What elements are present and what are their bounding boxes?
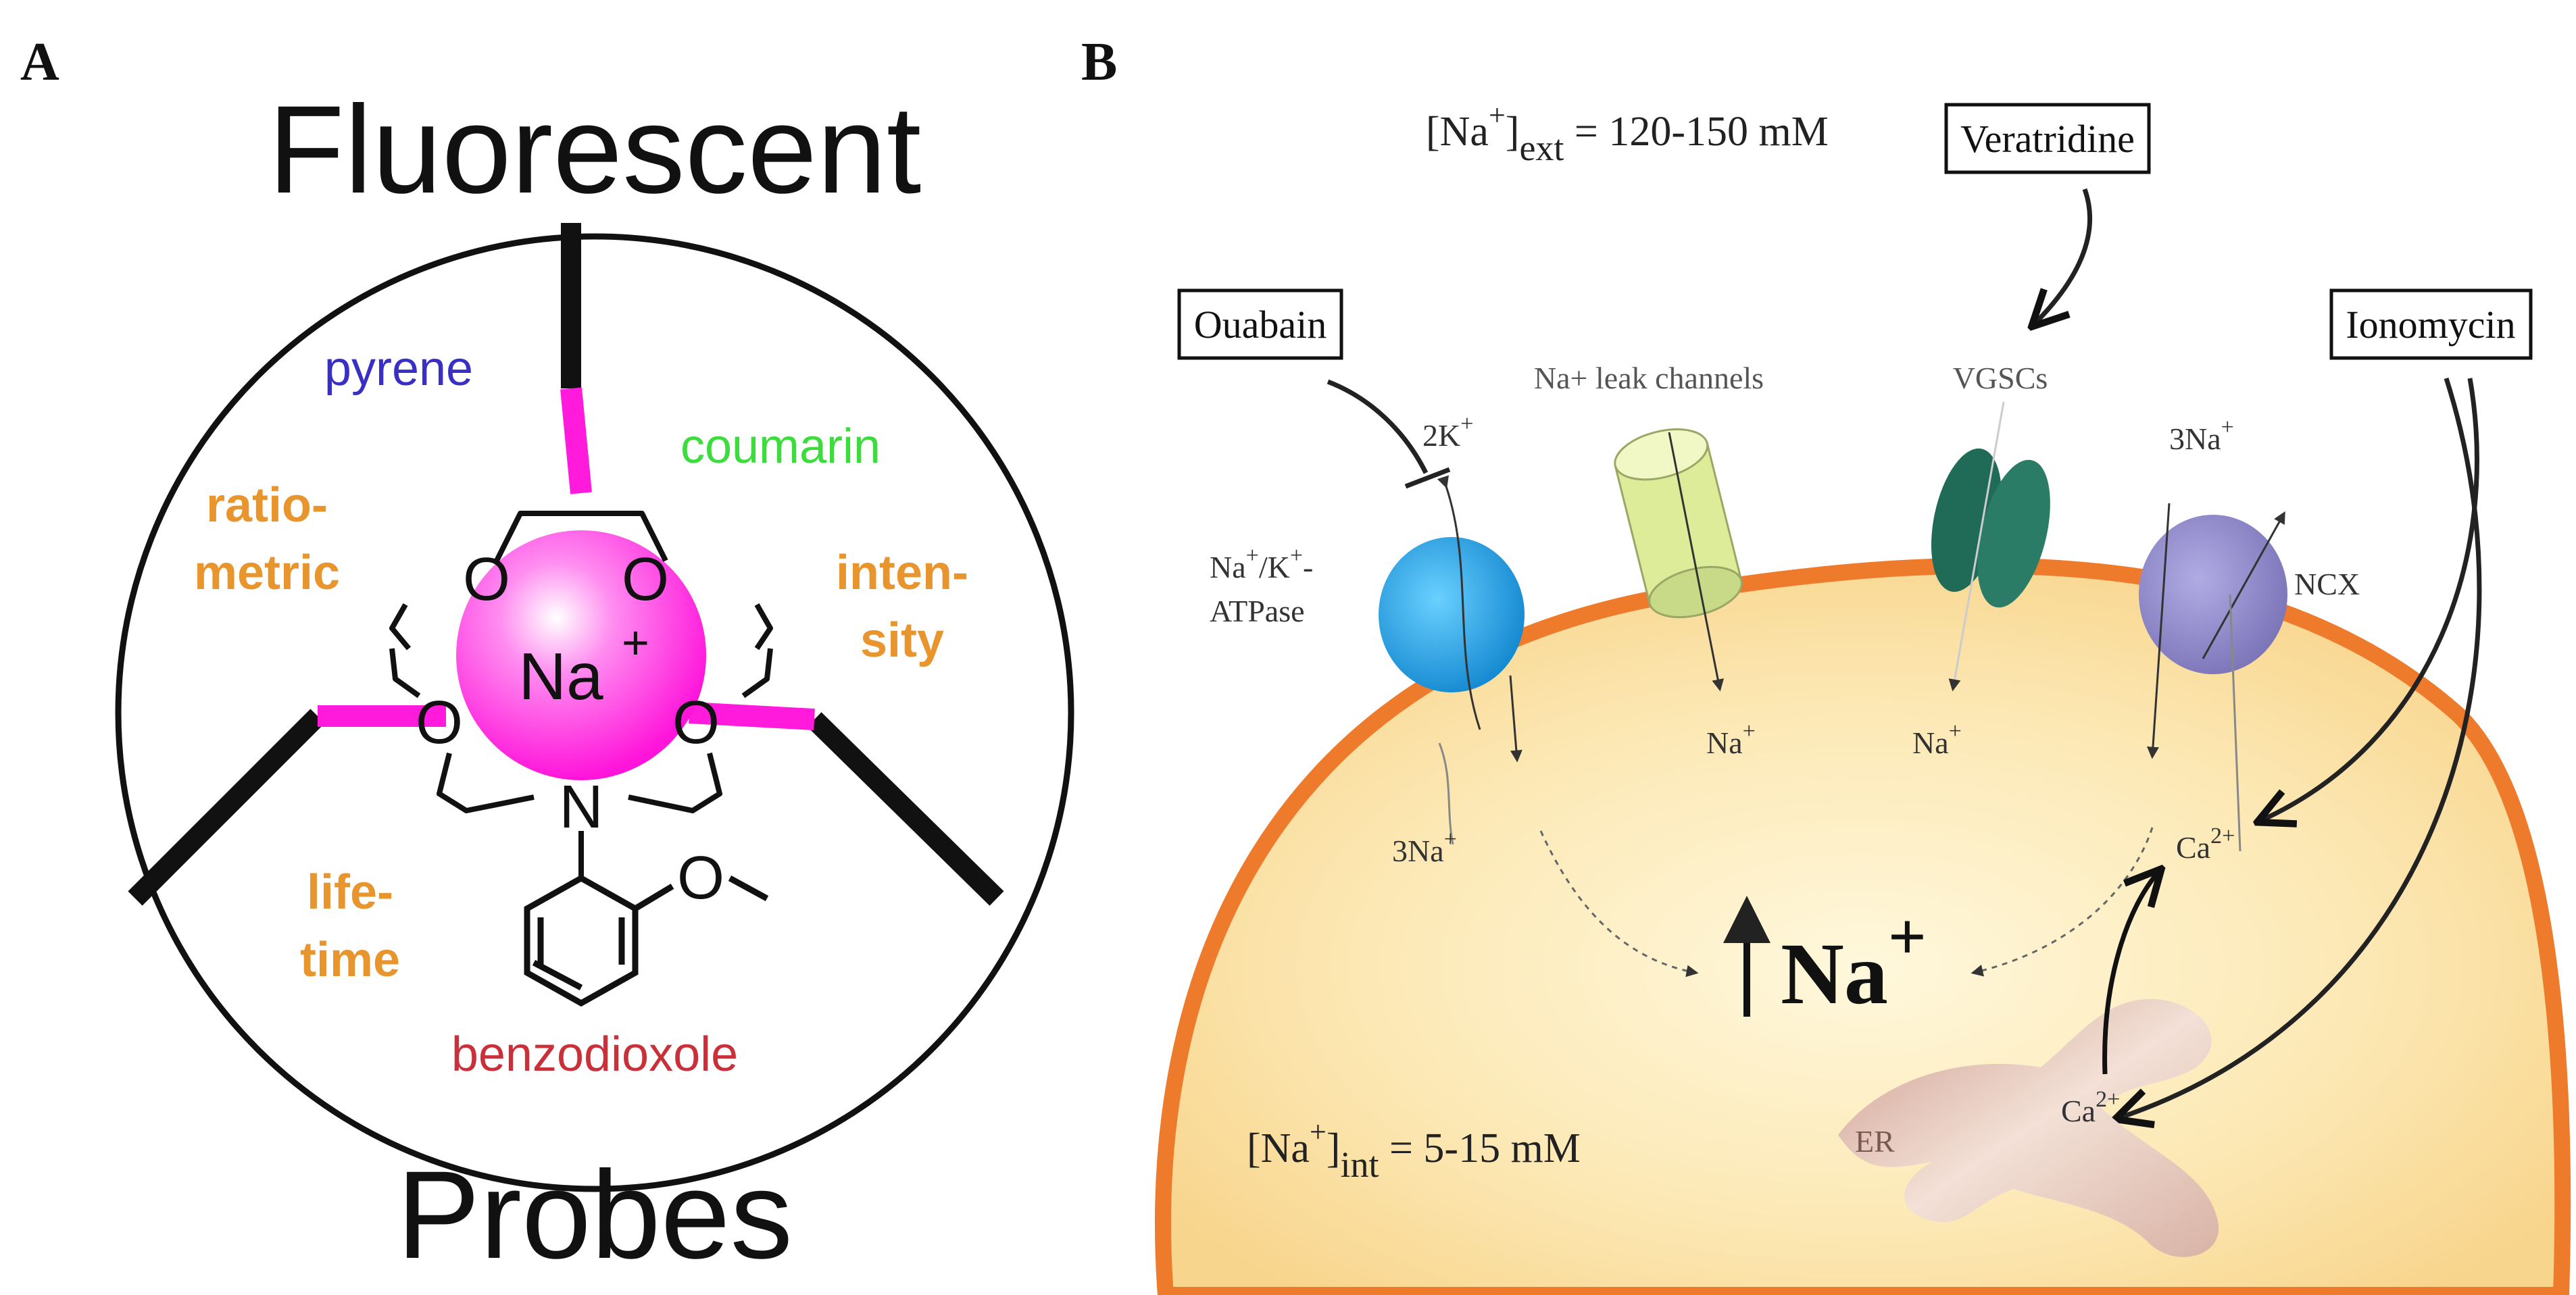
- linker-top: [560, 387, 592, 494]
- na-k-atpase: [1379, 537, 1525, 692]
- crown-ether: [389, 511, 773, 878]
- label-lifetime-2: time: [300, 933, 400, 987]
- ncx-label: NCX: [2294, 567, 2360, 601]
- vgsc-arrow: [1948, 401, 2005, 692]
- label-intensity-1: inten-: [836, 546, 968, 600]
- panel-a: A Fluorescent Probes Na + O: [20, 32, 1074, 1285]
- ion-charge: +: [622, 616, 649, 669]
- ionomycin-label: Ionomycin: [2346, 303, 2515, 347]
- oxygen-4: O: [672, 689, 720, 757]
- veratridine-arrow: [2034, 188, 2093, 324]
- veratridine-box: [1944, 103, 2151, 174]
- ionomycin-arrow-cyto: [2260, 378, 2479, 821]
- title-fluorescent: Fluorescent: [268, 80, 922, 220]
- title-probes: Probes: [397, 1146, 793, 1285]
- veratridine-label: Veratridine: [1960, 117, 2135, 161]
- dotted-arrow-right: [1971, 827, 2154, 977]
- big-na-label: Na+: [1781, 899, 1927, 1023]
- label-pyrene: pyrene: [324, 342, 473, 396]
- label-ratiometric-2: metric: [194, 546, 340, 600]
- leak-channel-label: Na+ leak channels: [1534, 361, 1764, 395]
- nitrogen: N: [560, 773, 603, 841]
- leak-arrow: [1668, 432, 1725, 692]
- spoke-right: [807, 712, 1004, 906]
- label-benzodioxole: benzodioxole: [451, 1027, 738, 1082]
- label-lifetime-1: life-: [307, 865, 393, 919]
- ncx-exchanger: [2139, 515, 2287, 674]
- spoke-left: [128, 709, 325, 906]
- linker-right: [689, 702, 815, 730]
- ion-symbol: Na: [518, 639, 603, 713]
- atpase-label-1: Na+/K+-: [1210, 543, 1313, 584]
- dotted-arrow-left: [1539, 830, 1699, 977]
- panel-b-letter: B: [1081, 32, 1117, 92]
- na-leak-label: Na+: [1706, 719, 1756, 760]
- label-intensity-2: sity: [860, 613, 944, 667]
- na-out-arrow: [1509, 675, 1522, 763]
- er-ca-release-arrow: [2102, 871, 2159, 1075]
- ouabain-box: [1177, 288, 1343, 360]
- oxygen-1: O: [463, 546, 510, 613]
- k-pump-label: 2K+: [1422, 411, 1473, 453]
- pump-line: [1438, 742, 1454, 845]
- leak-channel: [1614, 428, 1743, 619]
- er-label: ER: [1855, 1124, 1895, 1159]
- ca-cyto-label: Ca2+: [2176, 823, 2235, 865]
- vgsc-channel: [1931, 448, 2050, 608]
- ouabain-inhibition: [1327, 379, 1429, 474]
- na3-out-label: 3Na+: [2169, 415, 2234, 456]
- oxygen-methoxy: O: [677, 844, 724, 912]
- k-in-arrow: [1437, 475, 1481, 730]
- ext-concentration: [Na+]ext = 120-150 mM: [1426, 99, 1829, 168]
- ncx-in-arrow: [2146, 503, 2171, 759]
- vgsc-label: VGSCs: [1953, 361, 2048, 395]
- panel-a-letter: A: [20, 32, 59, 92]
- panel-b: B [Na+]ext = 120-150 mM Veratridine Ouab…: [1081, 32, 2571, 1295]
- na3-in-label: 3Na+: [1392, 827, 1457, 868]
- ionomycin-arrow-er: [2119, 377, 2482, 1118]
- atpase-label-2: ATPase: [1210, 594, 1305, 628]
- int-concentration: [Na+]int = 5-15 mM: [1247, 1115, 1581, 1185]
- na-vgsc-label: Na+: [1912, 719, 1962, 760]
- endoplasmic-reticulum: [1838, 998, 2219, 1257]
- oxygen-3: O: [416, 689, 463, 757]
- oxygen-2: O: [622, 546, 669, 613]
- ouabain-label: Ouabain: [1194, 303, 1327, 347]
- ncx-ca-line: [2229, 594, 2241, 852]
- ncx-na-out-arrow: [2202, 511, 2285, 659]
- sodium-ion-sphere: [456, 530, 706, 780]
- ouabain-inhibition-bar: [1404, 467, 1451, 489]
- ca-er-label: Ca2+: [2061, 1087, 2120, 1128]
- ionomycin-box: [2329, 288, 2533, 360]
- label-ratiometric-1: ratio-: [206, 478, 328, 532]
- svg-text:Na: Na: [518, 639, 603, 713]
- label-coumarin: coumarin: [680, 420, 881, 474]
- anisole-ring: [524, 874, 769, 1007]
